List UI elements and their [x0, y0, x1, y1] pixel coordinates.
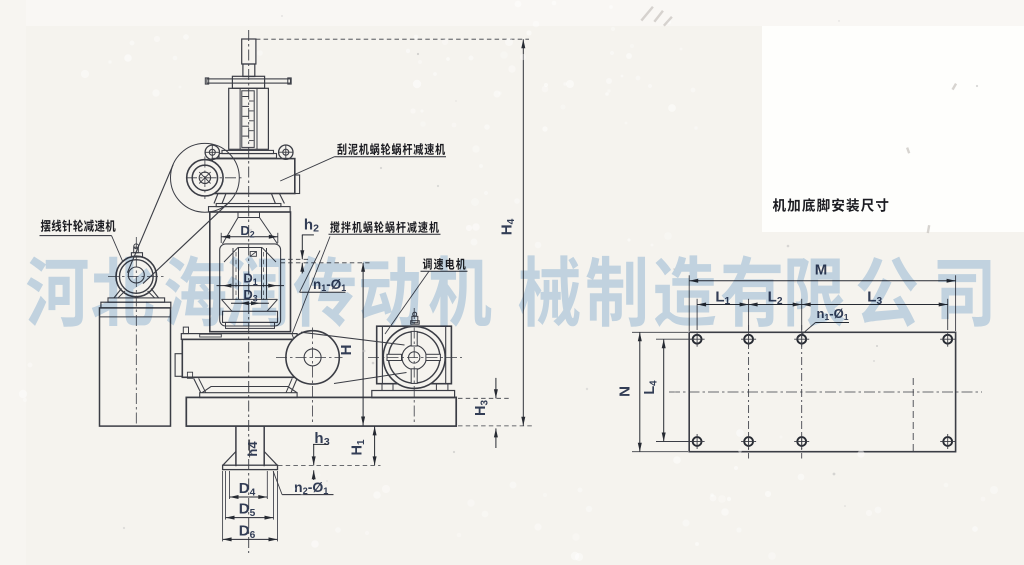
svg-text:H: H: [338, 345, 355, 356]
svg-text:2: 2: [313, 223, 319, 235]
svg-text:h: h: [314, 430, 323, 447]
svg-text:3: 3: [324, 436, 330, 448]
svg-text:h: h: [304, 217, 313, 234]
svg-text:N: N: [617, 386, 634, 397]
svg-text:h4: h4: [245, 441, 260, 457]
svg-text:n2-Ø1: n2-Ø1: [294, 479, 328, 496]
